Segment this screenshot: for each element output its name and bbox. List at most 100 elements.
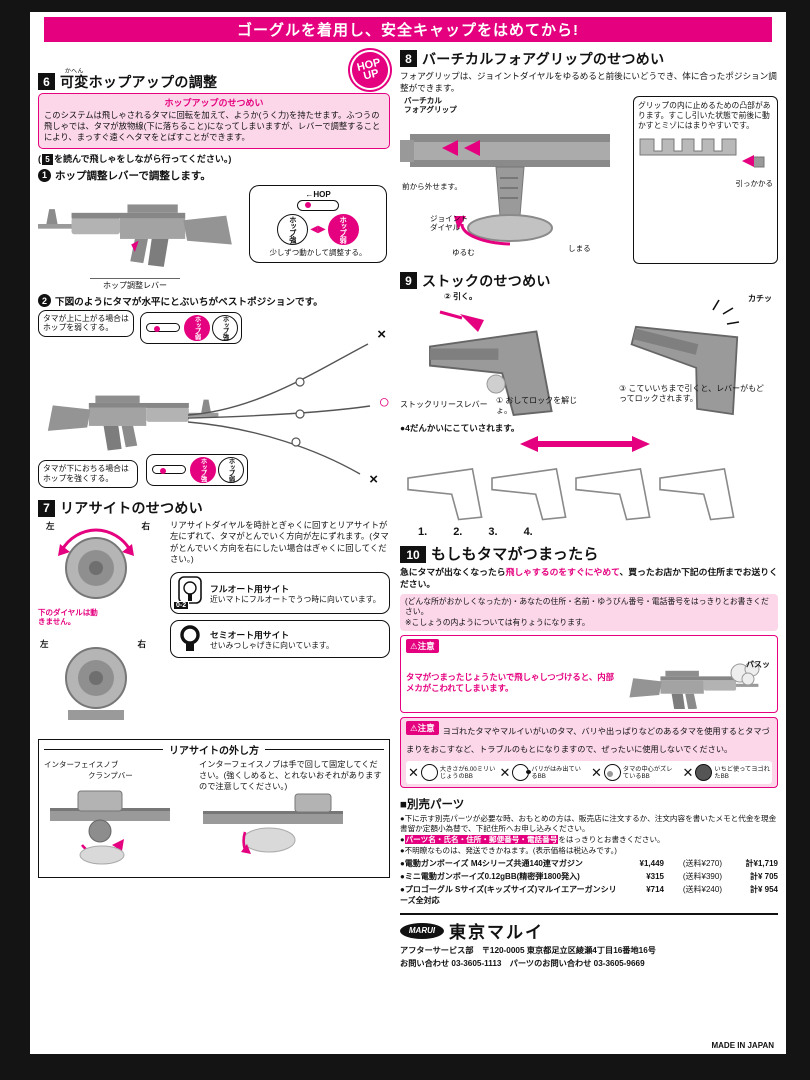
- parts-note-1: ●下に示す別売パーツが必要な時、おもとめの方は、販売店に注文するか、注文内容を書…: [400, 814, 777, 834]
- parts-item: ●ミニ電動ガンボーイズ0.12gBB(精密弾1800発入) ¥315 (送料¥3…: [400, 872, 778, 882]
- groove-note-box: グリップの内に止めるための凸部があります。すこし引いた状態で前後に動かすとミゾに…: [633, 96, 778, 265]
- four-positions-note: ●4だんかいにこていされます。: [400, 423, 520, 434]
- position-numbers: 1. 2. 3. 4.: [418, 526, 533, 539]
- tighten-label: しまる: [568, 244, 591, 254]
- content-columns: 6 かへん可変ホップアップの調整 HOP UP ホップアップのせつめい このシス…: [36, 45, 780, 969]
- removal-right-diagram: インターフェイスノブは手で回して固定してください。(強くしめると、とれないおそれ…: [199, 759, 384, 872]
- safety-banner: ゴーグルを着用し、安全キャップをはめてから!: [44, 17, 772, 42]
- hop-lever-label: ホップ調整レバー: [90, 277, 180, 291]
- step-2-marker: 2: [38, 294, 51, 308]
- jam-send-note: (どんな所がおかしくなったか)・あなたの住所・名前・ゆうびん番号・電話番号をはっ…: [400, 593, 778, 632]
- lower-dial-note: 下のダイヤルは動きません。: [38, 607, 98, 626]
- section-8-number: 8: [400, 50, 417, 67]
- bb-offcenter-icon: [603, 764, 621, 782]
- hop-strong-dial: ホップ強: [277, 213, 309, 245]
- section-7-number: 7: [38, 499, 55, 517]
- hook-label: 引っかかる: [735, 178, 774, 188]
- lock-step-label: ③ こていいちまで引くと、レバーがもどってロックされます。: [619, 384, 764, 404]
- removal-left-svg: [50, 790, 170, 865]
- section-foregrip: 8 バーチカルフォアグリップのせつめい フォアグリップは、ジョイントダイヤルをゆ…: [400, 50, 778, 265]
- foregrip-label: バーチカル フォアグリップ: [404, 96, 457, 115]
- rearsight-text-column: リアサイトダイヤルを時計とぎゃくに回すとリアサイトが左にずれて、タマがとんでいく…: [170, 520, 390, 732]
- x-mark-icon: ✕: [682, 764, 694, 780]
- section-6-number: 6: [38, 73, 55, 90]
- step-2-line: 2 下図のようにタマが水平にとぶいちがベストポジションです。: [38, 294, 390, 308]
- hop-down-note: タマが下におちる場合はホップを強くする。: [38, 460, 138, 488]
- caution-1-text: タマがつまったじょうたいで飛しゃしつづけると、内部メカがこわれてしまいます。: [406, 671, 614, 694]
- unlock-step-label: ① おしてロックを解じょ。: [496, 396, 578, 416]
- right-column: 8 バーチカルフォアグリップのせつめい フォアグリップは、ジョイントダイヤルをゆ…: [400, 47, 778, 969]
- parts-item: ●プロゴーグル Sサイズ(キッズサイズ)マルイエアーガンシリーズ全対応 ¥714…: [400, 885, 778, 906]
- pull-step-label: ② 引く。: [444, 292, 477, 302]
- service-address: アフターサービス部 〒120-0005 東京都足立区綾瀬4丁目16番地16号: [400, 946, 656, 956]
- trajectory-diagram: タマが上に上がる場合はホップを弱くする。 ホップ弱 ホップ強 タマが下におちる場…: [38, 309, 390, 492]
- full-auto-sight-callout: 0-2 フルオート用サイト 近いマトにフルオートでうつ時に向いています。: [170, 571, 390, 614]
- dial-left-label: 左: [46, 520, 55, 531]
- foregrip-svg: [400, 134, 610, 246]
- section-rearsight: 7 リアサイトのせつめい: [38, 499, 390, 878]
- rearsight-removal-box: リアサイトの外し方 インターフェイスノブ クランプバー: [38, 738, 390, 878]
- groove-note-text: グリップの内に止めるための凸部があります。すこし引いた状態で前後に動かすとミゾに…: [638, 101, 771, 131]
- parts-note-3: ●不明瞭なものは、発送できかねます。(表示価格は税込みです。): [400, 846, 617, 856]
- stock-svg-2: [619, 299, 753, 419]
- rifle-illustration: ホップ調整レバー: [38, 185, 243, 291]
- bad-bb-offcenter: ✕ タマの中心がズレているBB: [591, 764, 673, 782]
- caution-badge: ⚠注意: [406, 721, 439, 736]
- joint-dial-label: ジョイント ダイヤル: [430, 214, 468, 233]
- section-8-header: 8 バーチカルフォアグリップのせつめい: [400, 50, 778, 67]
- rifle-svg: [38, 204, 232, 267]
- rearsight-body: リアサイトダイヤルを時計とぎゃくに回すとリアサイトが左にずれて、タマがとんでいく…: [170, 519, 389, 565]
- hopup-info-title: ホップアップのせつめい: [164, 98, 264, 108]
- caution-box-2: ⚠注意ヨゴれたタマやマルイいがいのタマ、バリや出っぱりなどのあるタマを使用すると…: [400, 717, 778, 789]
- caution-2-text: ヨゴれたタマやマルイいがいのタマ、バリや出っぱりなどのあるタマを使用するとタマづ…: [406, 727, 770, 755]
- hop-strong-dial: ホップ強: [212, 314, 238, 341]
- bad-bb-burr: ✕ バリがはみ出ているBB: [499, 764, 581, 782]
- rearsight-top: 左 右 左 右 下のダイヤルは動きません。 リアサイトダイヤルを時計とぎゃくに回…: [38, 520, 390, 732]
- groove-comb-svg: [639, 138, 765, 168]
- full-auto-sight-icon: 0-2: [173, 576, 205, 610]
- hopup-badge-icon: HOP UP: [345, 45, 395, 95]
- stock-diagrams: ② 引く。 ストックリリースレバー ① おしてロックを解じょ。 カチッ ③ こて…: [400, 292, 778, 420]
- hop-adjust-diagram: ホップ調整レバー ←HOP ホップ強 ◀▶ ホップ弱 少しずつ動かして調整する。: [38, 184, 390, 291]
- foregrip-body: フォアグリップは、ジョイントダイヤルをゆるめると前後にいどうでき、体に合ったポジ…: [400, 71, 777, 94]
- hop-weak-dial: ホップ弱: [218, 456, 244, 483]
- clamp-bar-label: クランプバー: [88, 770, 133, 780]
- x-mark-icon: ✕: [591, 764, 602, 780]
- foregrip-illustration: バーチカル フォアグリップ 前から外せます。 ジョイント ダイヤル ゆるむ しま…: [400, 96, 628, 264]
- x-mark-icon: ✕: [499, 764, 511, 780]
- hop-slider-icon: [152, 465, 186, 475]
- dial-svg: [58, 528, 134, 720]
- jam-body: 急にタマが出なくなったら飛しゃするのをすぐにやめて、買ったお店か下記の住所までお…: [400, 567, 778, 590]
- hop-weak-dial: ホップ弱: [184, 314, 210, 341]
- optional-parts-section: ■別売パーツ ●下に示す別売パーツが必要な時、おもとめの方は、販売店に注文するか…: [400, 796, 778, 906]
- section-9-number: 9: [400, 272, 417, 290]
- section-hopup: 6 かへん可変ホップアップの調整 HOP UP ホップアップのせつめい このシス…: [38, 45, 395, 492]
- section-stock: 9 ストックのせつめい ② 引く。 ストックリリースレバー ① おしてロックを: [400, 272, 778, 538]
- click-sound-label: カチッ: [748, 294, 772, 304]
- marui-logo-icon: MARUI: [400, 922, 444, 939]
- hop-slider-icon: [146, 323, 180, 333]
- parts-note-2: ●パーツ名・氏名・住所・郵便番号・電話番号をはっきりとお書きください。: [400, 835, 665, 845]
- ruby-kahen: かへん可変: [60, 68, 89, 90]
- section-jam: 10 もしもタマがつまったら 急にタマが出なくなったら飛しゃするのをすぐにやめて…: [400, 546, 778, 789]
- caution-box-1: ⚠注意 タマがつまったじょうたいで飛しゃしつづけると、内部メカがこわれてしまいま…: [400, 635, 778, 714]
- removal-instructions: インターフェイスノブは手で回して固定してください。(強くしめると、とれないおそれ…: [199, 759, 382, 791]
- hop-weak-dial: ホップ弱: [327, 213, 359, 245]
- dial-right-label: 右: [141, 520, 150, 531]
- section-6-header: 6 かへん可変ホップアップの調整 HOP UP: [38, 45, 395, 95]
- jam-gun-svg: [629, 661, 760, 713]
- trajectory-svg: [47, 342, 371, 475]
- hop-weak-callout: ホップ弱 ホップ強: [140, 311, 242, 344]
- step-1-line: 1 ホップ調整レバーで調整します。: [38, 168, 390, 183]
- stock-lock-diagram: カチッ ③ こていいちまで引くと、レバーがもどってロックされます。: [593, 292, 778, 420]
- hop-up-note: タマが上に上がる場合はホップを弱くする。: [38, 309, 134, 338]
- bad-bb-oversize: ✕ 大きさが6.00ミリいじょうのBB: [408, 764, 496, 782]
- hopup-info-text: このシステムは飛しゃされるタマに回転を加えて、ようか(うく力)を持たせます。ふつ…: [44, 110, 381, 143]
- caution-badge: ⚠注意: [406, 639, 439, 654]
- manual-page: ゴーグルを着用し、安全キャップをはめてから! 6 かへん可変ホップアップの調整 …: [30, 12, 786, 1054]
- ref-section-5-chip: 5: [42, 153, 53, 165]
- parts-header: ■別売パーツ: [400, 799, 465, 812]
- pink-arrows-icon: ◀▶: [310, 223, 326, 235]
- jam-gun-illustration: バスッ: [622, 657, 772, 713]
- stock-positions-diagram: 1. 2. 3. 4.: [400, 436, 778, 538]
